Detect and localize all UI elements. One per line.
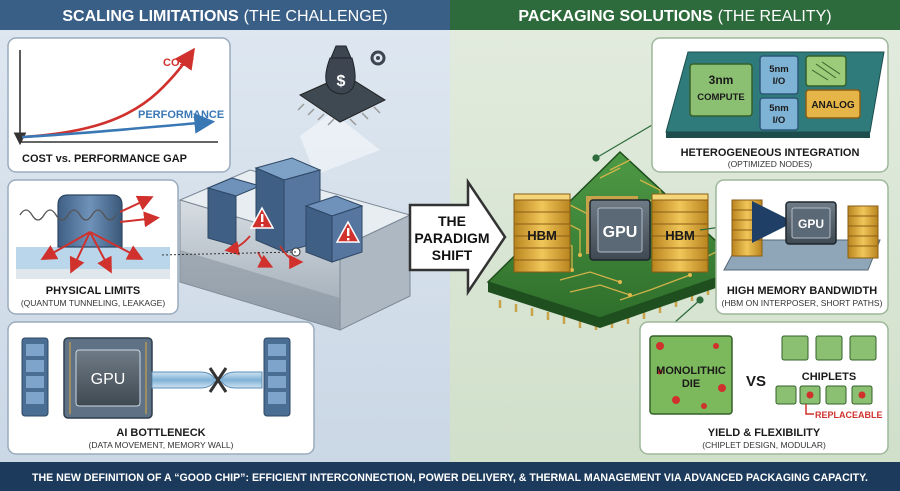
hbm-left-label: HBM (527, 228, 557, 243)
memory-stack-left (21, 337, 49, 417)
memory-stack-right (263, 337, 291, 417)
yield-sub: (CHIPLET DESIGN, MODULAR) (702, 440, 826, 450)
gate-block (57, 194, 123, 248)
monolithic-die: MONOLITHIC DIE (649, 335, 733, 415)
footer-bar (0, 462, 900, 491)
paradigm-line-1: THE (438, 213, 466, 229)
physical-limits-panel: PHYSICAL LIMITS (QUANTUM TUNNELING, LEAK… (7, 179, 179, 315)
footer-text: THE NEW DEFINITION OF A “GOOD CHIP”: EFF… (32, 472, 868, 484)
tunneling-wave (19, 209, 117, 221)
ai-panel-sub: (DATA MOVEMENT, MEMORY WALL) (89, 440, 234, 450)
physical-panel-caption: PHYSICAL LIMITS (46, 285, 141, 297)
vs-label: VS (746, 373, 766, 390)
warning-icon-2 (335, 220, 361, 243)
paradigm-shift-arrow: THE PARADIGM SHIFT (408, 177, 507, 297)
gate-1 (207, 187, 237, 247)
tile-misc (805, 55, 847, 87)
replaceable-pointer (805, 404, 814, 415)
left-header-bar (0, 0, 450, 30)
hetero-sub: (OPTIMIZED NODES) (728, 159, 813, 169)
svg-text:I/O: I/O (773, 76, 786, 87)
left-header-title: SCALING LIMITATIONS(THE CHALLENGE) (62, 8, 387, 25)
gpu-label-left: GPU (91, 371, 126, 388)
yield-flexibility-panel: MONOLITHIC DIE VS CHIPLETS REPLACEABLE Y… (639, 321, 889, 455)
performance-label: PERFORMANCE (138, 109, 224, 121)
data-pipe (151, 371, 263, 389)
paradigm-line-3: SHIFT (432, 247, 473, 263)
advanced-package: HBM HBM GPU (486, 114, 747, 350)
gpu-small: GPU (785, 201, 837, 245)
ai-panel-caption: AI BOTTLENECK (116, 427, 205, 439)
svg-text:5nm: 5nm (769, 64, 789, 75)
right-header-title: PACKAGING SOLUTIONS(THE REALITY) (518, 8, 831, 25)
leakage-leader-line (159, 251, 297, 256)
hbm-right-label: HBM (665, 228, 695, 243)
cost-curve (21, 47, 195, 139)
hbm-small-right (847, 205, 879, 259)
gear-icon (370, 50, 386, 66)
hbm-small-left (731, 199, 763, 257)
hbm-stack-left: HBM (513, 193, 571, 273)
gpu-chip-left: GPU (63, 337, 153, 419)
physical-panel-sub: (QUANTUM TUNNELING, LEAKAGE) (21, 298, 166, 308)
cost-performance-panel: COST PERFORMANCE COST vs. PERFORMANCE GA… (7, 37, 231, 173)
right-header-bar (450, 0, 900, 30)
heterogeneous-integration-panel: 3nm COMPUTE 5nm I/O 5nm I/O ANALOG HETER… (651, 37, 889, 173)
chiplet-grid (775, 335, 877, 405)
yield-caption: YIELD & FLEXIBILITY (708, 427, 821, 439)
cost-label: COST (163, 57, 194, 69)
tile-compute: 3nm COMPUTE (689, 63, 753, 117)
high-memory-bandwidth-panel: GPU HIGH MEMORY BANDWIDTH (HBM ON INTERP… (715, 179, 889, 315)
callout-beam (300, 112, 380, 175)
hbm-sub: (HBM ON INTERPOSER, SHORT PATHS) (722, 298, 883, 308)
gpu-die-center: GPU (586, 196, 651, 261)
channel-layer (16, 247, 170, 269)
performance-curve (21, 112, 216, 139)
hetero-caption: HETEROGENEOUS INTEGRATION (681, 147, 860, 159)
svg-text:MONOLITHIC: MONOLITHIC (656, 365, 726, 377)
transistor-cross-section: $ (159, 45, 412, 331)
svg-text:I/O: I/O (773, 115, 786, 126)
warning-icon-1 (249, 206, 275, 229)
tile-io-1: 5nm I/O (759, 55, 799, 95)
svg-text:GPU: GPU (798, 217, 824, 231)
paradigm-line-2: PARADIGM (414, 230, 489, 246)
replaceable-label: REPLACEABLE (815, 410, 883, 420)
svg-text:DIE: DIE (682, 378, 700, 390)
tile-analog: ANALOG (805, 89, 861, 119)
svg-text:$: $ (337, 73, 346, 90)
substrate-layer (16, 269, 170, 279)
svg-text:5nm: 5nm (769, 103, 789, 114)
svg-text:3nm: 3nm (709, 73, 734, 87)
blocked-x-icon (208, 367, 228, 393)
svg-text:COMPUTE: COMPUTE (697, 92, 745, 103)
tile-io-2: 5nm I/O (759, 97, 799, 131)
gpu-center-label: GPU (603, 224, 638, 241)
money-bag-icon: $ (325, 45, 356, 95)
hbm-caption: HIGH MEMORY BANDWIDTH (727, 285, 877, 297)
svg-text:ANALOG: ANALOG (811, 100, 855, 111)
chiplets-label: CHIPLETS (802, 371, 856, 383)
ai-bottleneck-panel: GPU AI BOTTLENECK (DATA MOVEMENT, MEMORY… (7, 321, 315, 455)
gate-3 (305, 205, 333, 263)
cost-panel-caption: COST vs. PERFORMANCE GAP (22, 153, 187, 165)
hbm-stack-right: HBM (651, 193, 709, 273)
